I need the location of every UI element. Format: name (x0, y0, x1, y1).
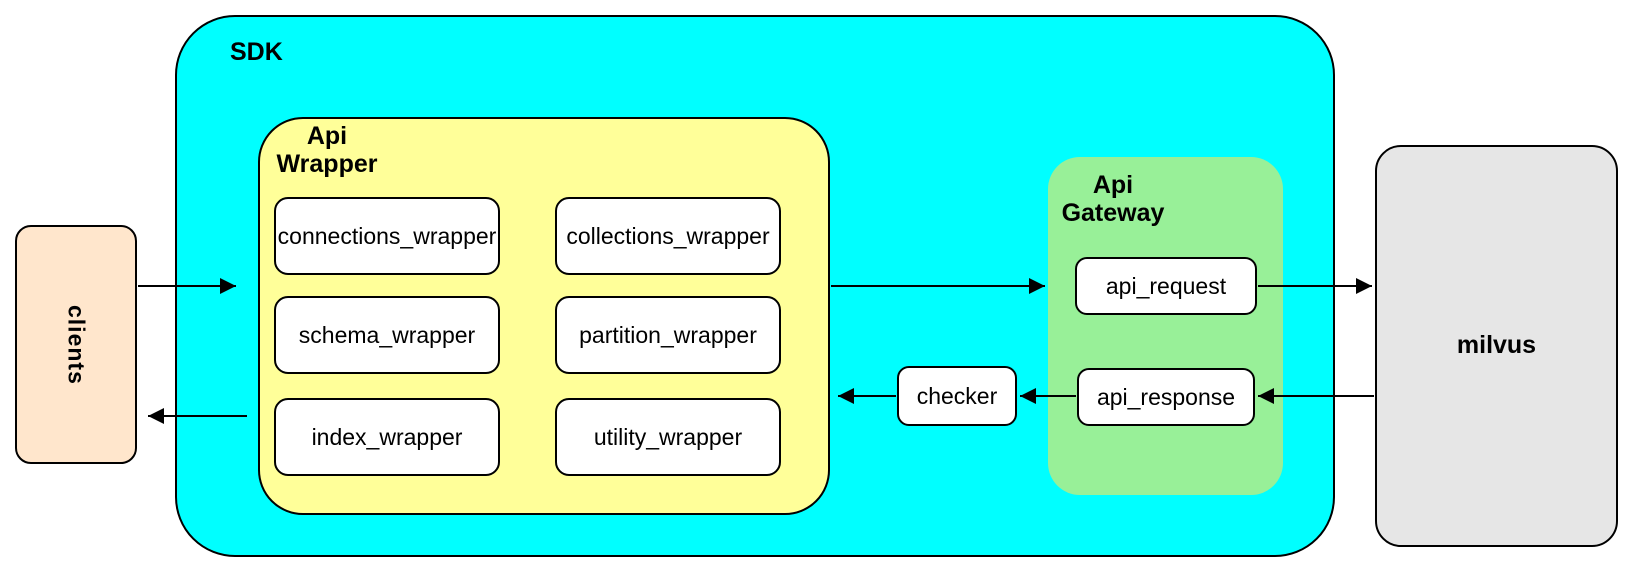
api-wrapper-label-line1: Api (306, 122, 348, 150)
wrapper-box-partition: partition_wrapper (555, 296, 781, 374)
wrapper-box-collections: collections_wrapper (555, 197, 781, 275)
sdk-label: SDK (230, 38, 283, 66)
milvus-label: milvus (1456, 331, 1537, 360)
api-wrapper-label: Api Wrapper (268, 122, 386, 178)
clients-label: clients (63, 304, 90, 385)
wrapper-box-connections: connections_wrapper (274, 197, 500, 275)
wrapper-box-schema: schema_wrapper (274, 296, 500, 374)
node-checker: checker (897, 366, 1017, 426)
api-gateway-label-line1: Api (1092, 171, 1134, 199)
wrapper-box-utility: utility_wrapper (555, 398, 781, 476)
gateway-box-api-response: api_response (1077, 368, 1255, 426)
node-milvus: milvus (1375, 145, 1618, 547)
api-gateway-label: Api Gateway (1048, 171, 1178, 227)
node-api-gateway: Api Gateway (1048, 157, 1283, 495)
api-gateway-label-line2: Gateway (1061, 199, 1165, 227)
node-clients: clients (15, 225, 137, 464)
api-wrapper-label-line2: Wrapper (276, 149, 378, 178)
gateway-box-api-request: api_request (1075, 257, 1257, 315)
wrapper-box-index: index_wrapper (274, 398, 500, 476)
